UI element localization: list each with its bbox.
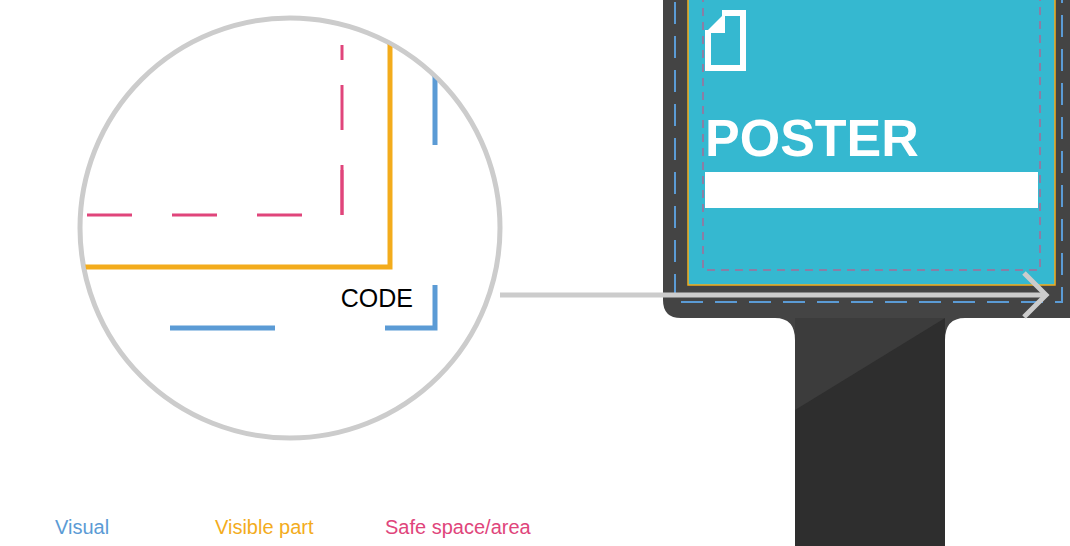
pointer-arrow: [500, 293, 1046, 298]
visible-line: [60, 0, 390, 267]
visual-outline: [675, 0, 1062, 302]
pole: [795, 300, 945, 546]
legend-text: Visual: [55, 516, 109, 538]
legend-entry: Visible part: [215, 516, 314, 539]
safe-area-line: [60, 165, 342, 215]
visible-area: [688, 0, 1055, 285]
poster-title: POSTER: [705, 108, 919, 168]
legend-entry: Safe space/area: [385, 516, 531, 539]
legend-entry: Visual: [55, 516, 109, 539]
legend-text: Visible part: [215, 516, 314, 538]
safe-area-outline: [703, 0, 1040, 270]
visual-line: [433, 70, 438, 145]
legend-text: Safe space/area: [385, 516, 531, 538]
document-icon-fold: [705, 13, 725, 33]
pole-fillet: [775, 318, 795, 340]
text-bar: [705, 172, 1038, 208]
arrow-head: [1024, 273, 1046, 317]
magnifier-circle: [80, 18, 500, 438]
pole-shade: [795, 318, 945, 410]
pole-fillet: [945, 318, 965, 340]
code-label: CODE: [341, 284, 413, 313]
visual-line: [170, 326, 275, 331]
